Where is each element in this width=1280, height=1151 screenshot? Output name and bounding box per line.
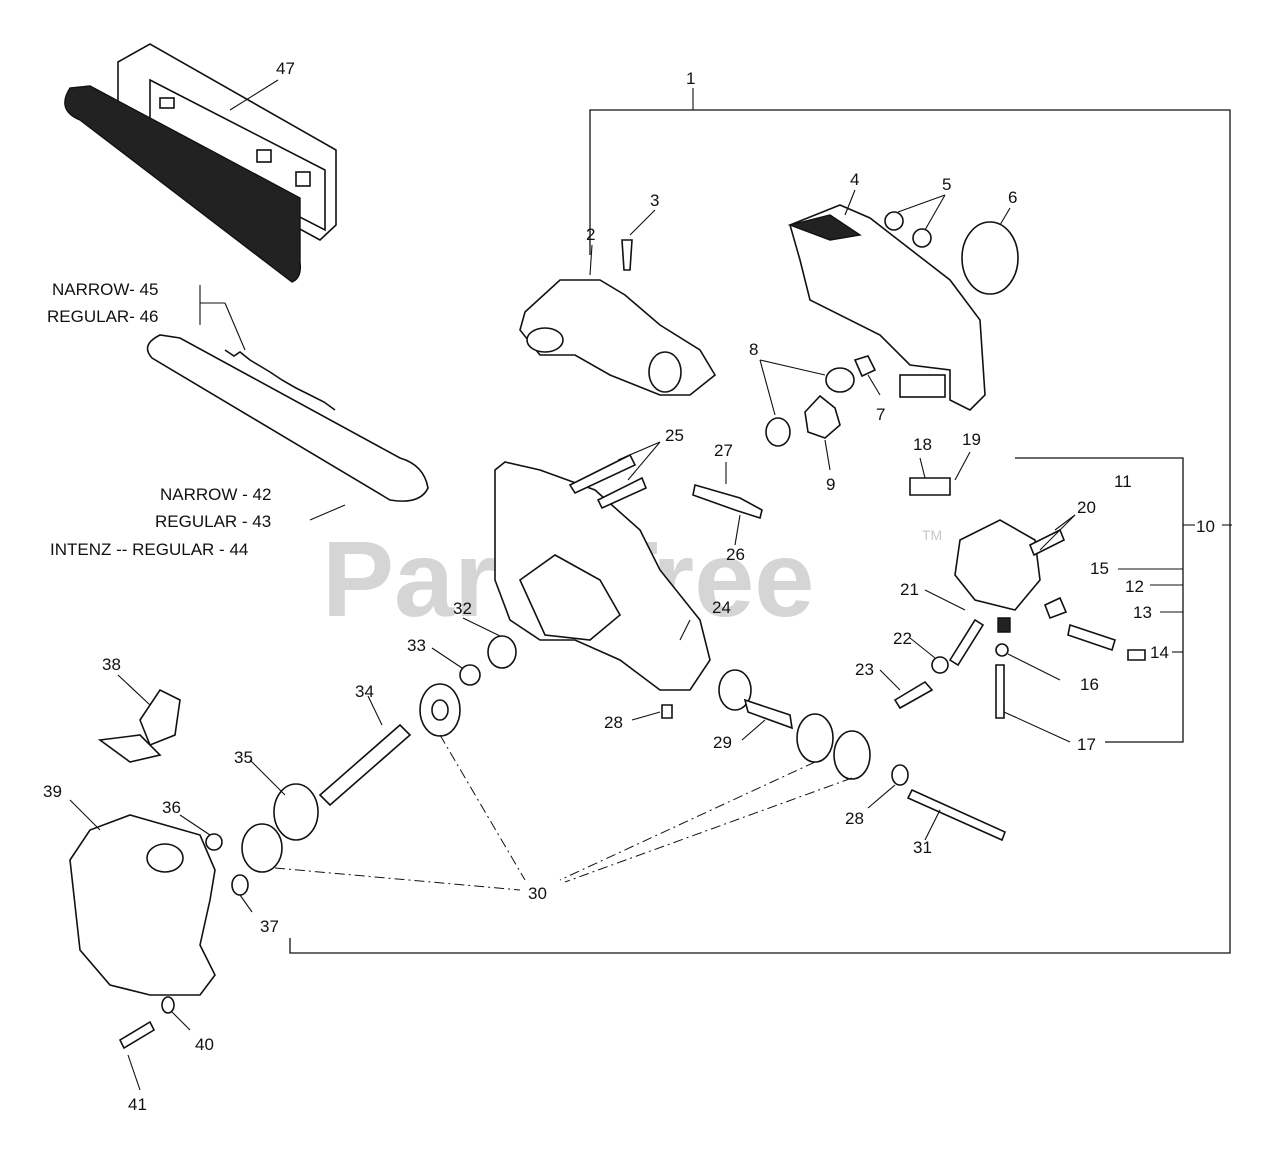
callout-25: 25: [665, 426, 684, 445]
callout-4: 4: [850, 170, 859, 189]
bar-intenz-label: INTENZ -- REGULAR - 44: [50, 540, 248, 559]
callout-19: 19: [962, 430, 981, 449]
callout-24: 24: [712, 598, 731, 617]
callout-36: 36: [162, 798, 181, 817]
callout-7: 7: [876, 405, 885, 424]
callout-2: 2: [586, 225, 595, 244]
callout-23: 23: [855, 660, 874, 679]
assembly-1-frame: [289, 88, 1231, 954]
callout-31: 31: [913, 838, 932, 857]
callout-32: 32: [453, 599, 472, 618]
callout-37: 37: [260, 917, 279, 936]
callout-21: 21: [900, 580, 919, 599]
callout-47: 47: [276, 59, 295, 78]
part-38-clip: [97, 674, 181, 763]
part-2-housing: [519, 209, 717, 396]
part-39-housing: [69, 799, 216, 996]
callout-labels: 1 2 3 4 5 6 7 8 9 10 11 12 13 14 15 16 1…: [43, 59, 1215, 1114]
bar-regular-label: REGULAR - 43: [155, 512, 271, 531]
part-21-29: [718, 589, 985, 741]
callout-40: 40: [195, 1035, 214, 1054]
callout-27: 27: [714, 441, 733, 460]
callout-34: 34: [355, 682, 374, 701]
callout-8: 8: [749, 340, 758, 359]
bar-narrow-label: NARROW - 42: [160, 485, 271, 504]
assembly-10-frame: [1015, 457, 1232, 743]
part-24-crankcase: [494, 441, 763, 691]
part-47-package: [64, 43, 337, 283]
callout-20: 20: [1077, 498, 1096, 517]
variant-labels: NARROW- 45 REGULAR- 46 NARROW - 42 REGUL…: [47, 280, 271, 559]
part-28-31: [867, 764, 1007, 842]
callout-41: 41: [128, 1095, 147, 1114]
callout-33: 33: [407, 636, 426, 655]
callout-5: 5: [942, 175, 951, 194]
callout-13: 13: [1133, 603, 1152, 622]
watermark-tm: TM: [922, 527, 942, 543]
callout-35: 35: [234, 748, 253, 767]
callout-28-bottom: 28: [845, 809, 864, 828]
chain-regular-label: REGULAR- 46: [47, 307, 158, 326]
callout-18: 18: [913, 435, 932, 454]
callout-1: 1: [686, 69, 695, 88]
callout-10: 10: [1196, 517, 1215, 536]
part-40-41: [118, 996, 191, 1091]
callout-38: 38: [102, 655, 121, 674]
callout-16: 16: [1080, 675, 1099, 694]
part-10-oil-pump: [909, 451, 1146, 743]
callout-17: 17: [1077, 735, 1096, 754]
part-32-33: [431, 617, 517, 686]
callout-26: 26: [726, 545, 745, 564]
chain-narrow-label: NARROW- 45: [52, 280, 158, 299]
part-34-37: [179, 695, 412, 913]
callout-3: 3: [650, 191, 659, 210]
callout-9: 9: [826, 475, 835, 494]
callout-39: 39: [43, 782, 62, 801]
callout-11: 11: [1114, 472, 1132, 491]
callout-28-top: 28: [604, 713, 623, 732]
callout-30: 30: [528, 884, 547, 903]
part-42-46-bar-chain: [146, 285, 429, 521]
part-30-bearings: [241, 683, 871, 891]
callout-29: 29: [713, 733, 732, 752]
callout-6: 6: [1008, 188, 1017, 207]
callout-14: 14: [1150, 643, 1169, 662]
callout-15: 15: [1090, 559, 1109, 578]
part-7-9-sprocket: [759, 355, 881, 471]
callout-22: 22: [893, 629, 912, 648]
part-4-6-cover: [787, 189, 1019, 411]
part-28-screw: [631, 704, 673, 721]
callout-12: 12: [1125, 577, 1144, 596]
